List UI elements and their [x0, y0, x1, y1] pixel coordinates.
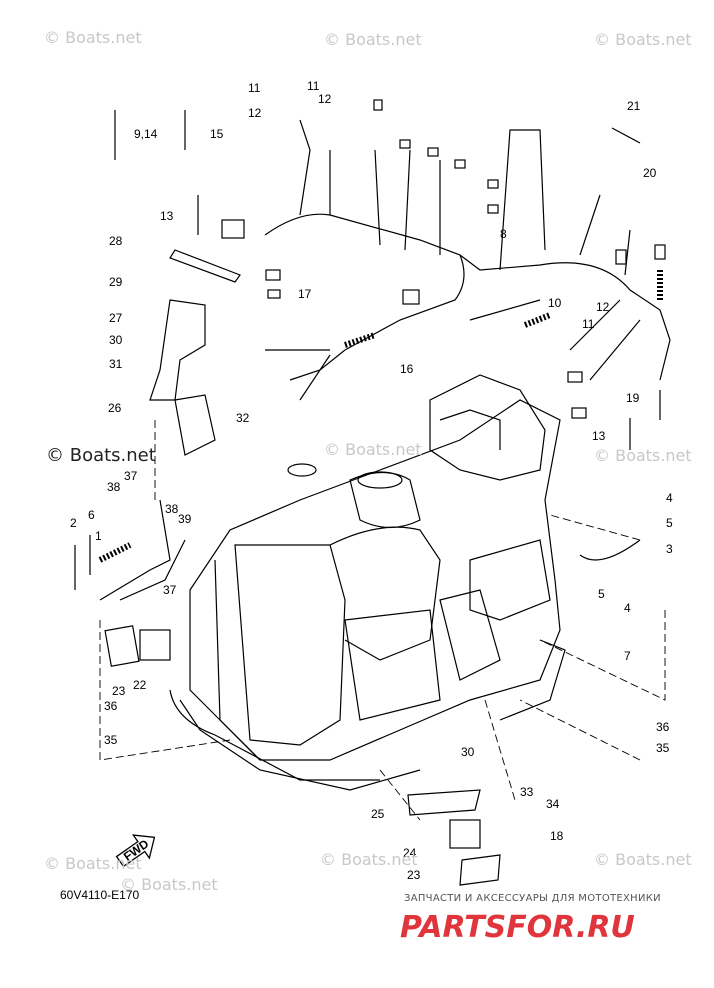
callout-label: 23 — [112, 684, 126, 698]
callout-label: 36 — [656, 720, 670, 734]
callout-label: 12 — [318, 92, 332, 106]
callout-label: 16 — [400, 362, 414, 376]
callout-label: 8 — [500, 227, 507, 241]
callout-label: 11 — [582, 317, 595, 331]
callout-label: 11 — [248, 81, 261, 95]
callout-label: 10 — [548, 296, 562, 310]
callout-label: 15 — [210, 127, 224, 141]
callout-label: 13 — [592, 429, 606, 443]
callout-label: 1 — [95, 529, 102, 543]
callout-label: 29 — [109, 275, 123, 289]
watermark: © Boats.net — [324, 30, 422, 49]
watermark: © Boats.net — [44, 28, 142, 47]
callout-label: 20 — [643, 166, 657, 180]
callout-label: 17 — [298, 287, 312, 301]
callout-label: 7 — [624, 649, 631, 663]
callout-label: 31 — [109, 357, 123, 371]
callout-label: 30 — [461, 745, 475, 759]
watermark: © Boats.net — [324, 440, 422, 459]
callout-label: 23 — [407, 868, 421, 882]
callout-labels: 11 11 12 12 9,14 15 21 13 20 28 8 29 17 … — [70, 79, 673, 882]
watermark: © Boats.net — [594, 30, 692, 49]
watermark: © Boats.net — [594, 850, 692, 869]
callout-label: 12 — [596, 300, 610, 314]
callout-label: 5 — [598, 587, 605, 601]
callout-label: 18 — [550, 829, 564, 843]
callout-label: 27 — [109, 311, 123, 325]
callout-label: 38 — [107, 480, 121, 494]
callout-label: 37 — [163, 583, 177, 597]
brand-logo-text: PARTSFOR.RU — [400, 910, 635, 942]
brand-tagline: ЗАПЧАСТИ И АКСЕССУАРЫ ДЛЯ МОТОТЕХНИКИ — [404, 893, 661, 904]
callout-label: 6 — [88, 508, 95, 522]
callout-label: 5 — [666, 516, 673, 530]
callout-label: 4 — [624, 601, 631, 615]
watermark: © Boats.net — [594, 446, 692, 465]
callout-label: 19 — [626, 391, 640, 405]
watermark: © Boats.net — [46, 445, 156, 466]
callout-label: 32 — [236, 411, 250, 425]
callout-label: 21 — [627, 99, 641, 113]
callout-label: 2 — [70, 516, 77, 530]
diagram-code: 60V4110-E170 — [60, 888, 140, 902]
callout-label: 35 — [656, 741, 670, 755]
callout-label: 38 — [165, 502, 179, 516]
callout-label: 35 — [104, 733, 118, 747]
callout-label: 28 — [109, 234, 123, 248]
callout-label: 3 — [666, 542, 673, 556]
callout-label: 26 — [108, 401, 122, 415]
brand-logo[interactable]: PARTSFOR.RU — [398, 908, 698, 942]
callout-label: 12 — [248, 106, 262, 120]
watermark: © Boats.net — [44, 854, 142, 873]
callout-label: 4 — [666, 491, 673, 505]
callout-label: 22 — [133, 678, 147, 692]
watermark: © Boats.net — [320, 850, 418, 869]
callout-label: 9,14 — [134, 127, 158, 141]
callout-label: 11 — [307, 79, 320, 93]
engine-drawing — [74, 99, 671, 886]
callout-label: 24 — [403, 846, 417, 860]
callout-label: 30 — [109, 333, 123, 347]
callout-label: 33 — [520, 785, 534, 799]
watermark: © Boats.net — [120, 875, 218, 894]
callout-label: 37 — [124, 469, 138, 483]
callout-label: 13 — [160, 209, 174, 223]
callout-label: 36 — [104, 699, 118, 713]
callout-label: 39 — [178, 512, 192, 526]
callout-label: 25 — [371, 807, 385, 821]
callout-label: 34 — [546, 797, 560, 811]
